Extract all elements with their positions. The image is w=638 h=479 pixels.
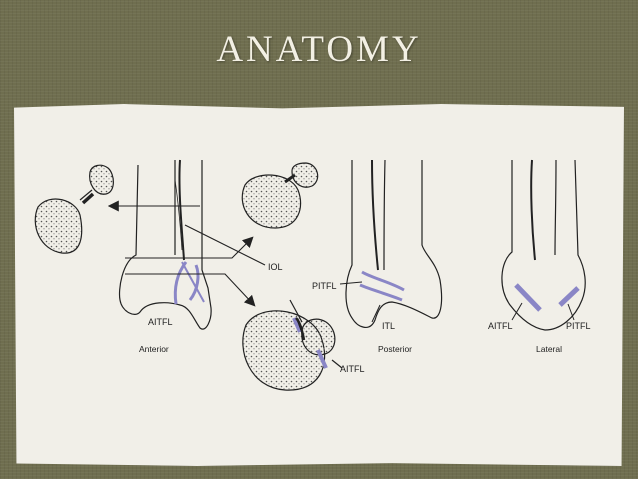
- anterior-leader-lines: [107, 200, 266, 307]
- anterior-view-bones: [118, 159, 212, 330]
- label-aitfl-anterior: AITFL: [148, 317, 173, 327]
- label-pitfl: PITFL: [312, 281, 337, 291]
- cross-section-center: [242, 299, 343, 391]
- label-aitfl-lateral: AITFL: [488, 321, 513, 331]
- view-label-lateral: Lateral: [536, 344, 562, 354]
- slide-title: ANATOMY: [216, 29, 422, 70]
- view-label-posterior: Posterior: [378, 344, 412, 354]
- view-label-anterior: Anterior: [139, 344, 169, 354]
- cross-section-top-left: [34, 164, 114, 254]
- posterior-view-bones: [339, 159, 443, 328]
- label-itl: ITL: [382, 321, 395, 331]
- label-iol: IOL: [268, 262, 283, 272]
- label-aitfl-cross: AITFL: [340, 364, 365, 374]
- label-pitfl-lateral: PITFL: [566, 321, 591, 331]
- lateral-view-bones: [501, 159, 586, 331]
- cross-section-top-middle: [241, 162, 319, 229]
